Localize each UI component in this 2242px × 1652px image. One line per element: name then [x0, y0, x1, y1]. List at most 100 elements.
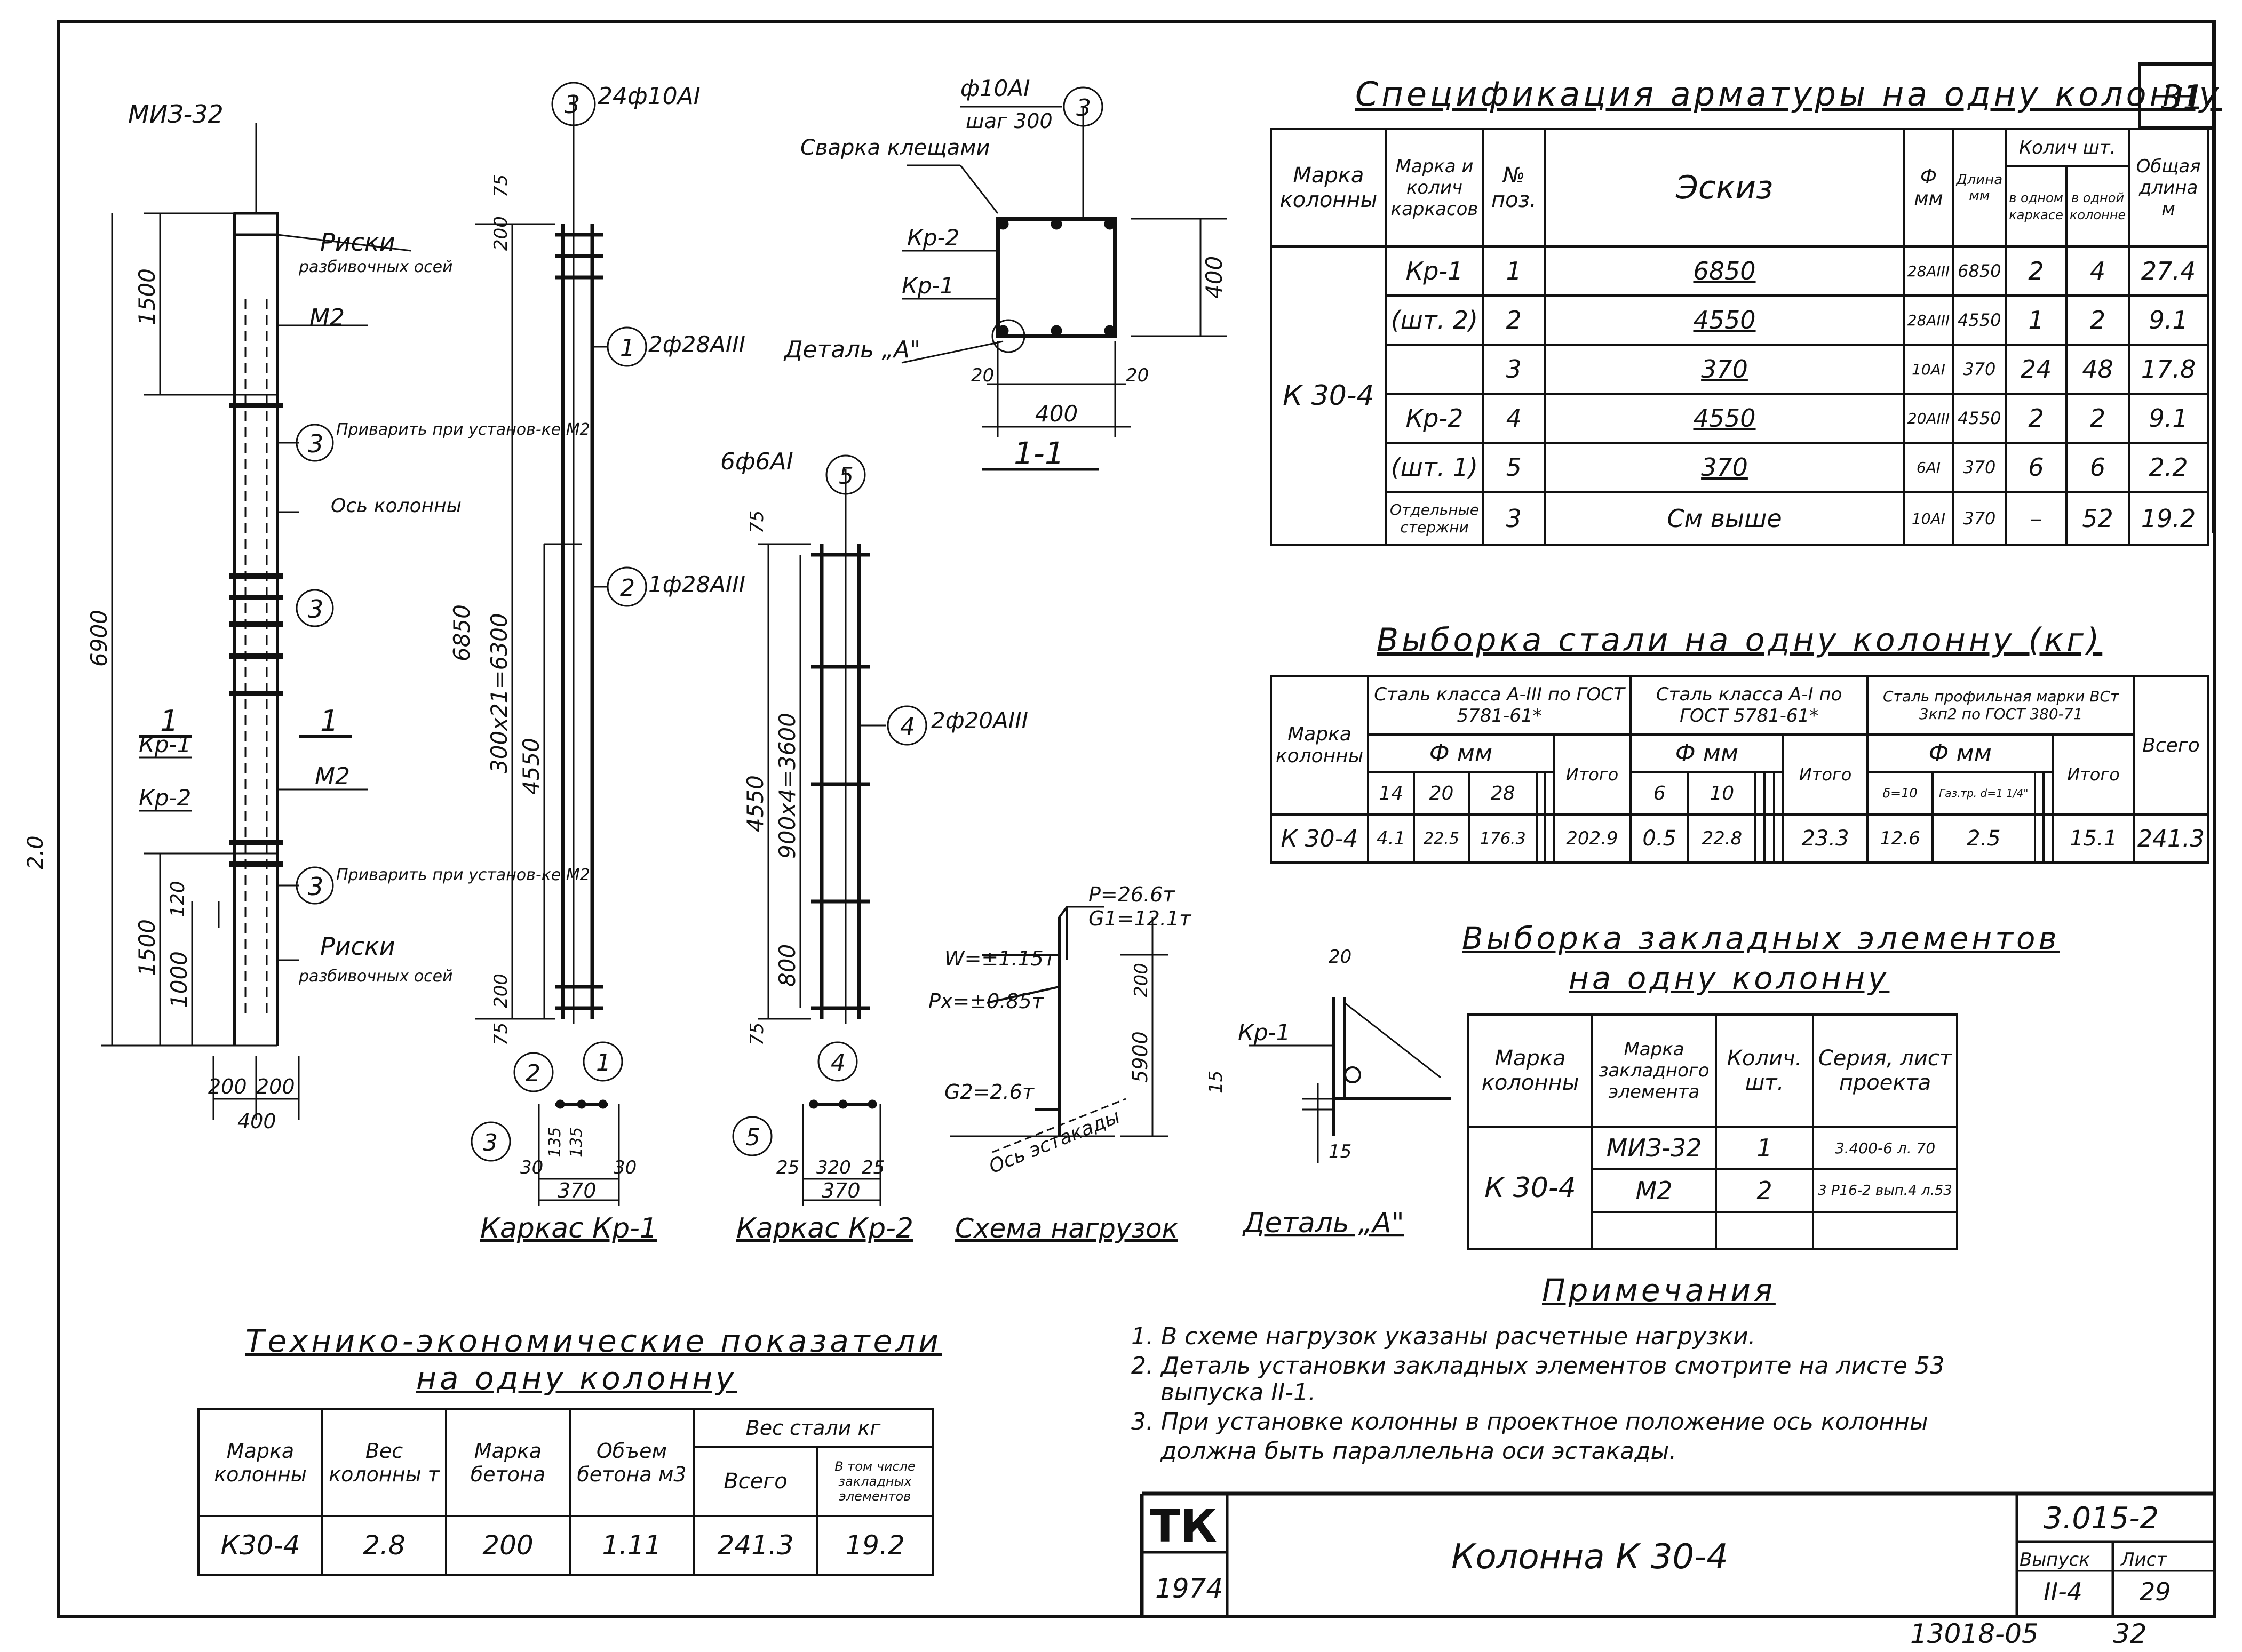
- kr1-dim-4550: 4550: [518, 738, 544, 795]
- spec-frame-4: Кр-2: [1385, 393, 1484, 444]
- spec-table: Марка колонны Марка и колич каркасов № п…: [1270, 128, 2209, 546]
- spec-q2-3: 48: [2065, 344, 2130, 395]
- tep-h-concrete: Марка бетона: [445, 1408, 571, 1517]
- spec-h-qty-col: в одной колонне: [2065, 165, 2130, 248]
- spec-h-qty-frame: в одном каркасе: [2005, 165, 2068, 248]
- steel-h-phi-prof: Ф мм: [1866, 733, 2054, 773]
- spec-h-dia: Ф мм: [1903, 128, 1954, 248]
- kr2-s25b: 25: [862, 1157, 885, 1178]
- stamp-code: 3.015-2: [2044, 1501, 2159, 1536]
- dim-120: 120: [167, 881, 189, 917]
- steel-blank-14: [2042, 813, 2054, 864]
- spec-pos-6: 3: [1482, 491, 1546, 546]
- stamp-issue: II-4: [2044, 1577, 2082, 1606]
- sec-circle-3: 3: [1076, 94, 1091, 122]
- spec-sketch-6: См выше: [1544, 491, 1905, 546]
- spec-total-2: 9.1: [2128, 294, 2209, 346]
- note-3: 3. При установке колонны в проектное пол…: [1131, 1408, 1928, 1435]
- spec-q2-2: 2: [2065, 294, 2130, 346]
- embed-title: Выборка закладных элементов: [1462, 920, 2060, 956]
- kr1-title: Каркас Кр-1: [480, 1212, 657, 1244]
- spec-sketch-4: 4550: [1544, 393, 1905, 444]
- sec-step: шаг 300: [966, 109, 1053, 133]
- sheet-number: 31: [2161, 78, 2204, 118]
- spec-dia-6: 10AI: [1903, 491, 1954, 546]
- stamp-h-issue: Выпуск: [2020, 1549, 2090, 1570]
- sec-weld: Сварка клещами: [800, 135, 990, 160]
- steel-blank-12: [1772, 813, 1784, 864]
- spec-sketch-2: 4550: [1544, 294, 1905, 346]
- detail-dim-15a: 15: [1205, 1071, 1227, 1094]
- spec-len-5: 370: [1952, 442, 2007, 493]
- steel-it2: 23.3: [1782, 813, 1869, 864]
- dim-1500-low: 1500: [134, 919, 160, 976]
- embed-qty-2: 2: [1715, 1168, 1814, 1213]
- kr1-dim-6850: 6850: [449, 604, 475, 661]
- circle-3b: 3: [308, 872, 323, 901]
- kr1-dim-75b: 75: [490, 1023, 512, 1046]
- spec-q2-1: 4: [2065, 245, 2130, 297]
- label-privarit-low: Приварить при установ-ке М2: [336, 866, 590, 884]
- steel-d28: 28: [1467, 771, 1538, 816]
- steel-it1: 202.9: [1552, 813, 1632, 864]
- kr2-s370: 370: [822, 1179, 861, 1202]
- column-elevation: [101, 123, 411, 1120]
- label-kr1: Кр-1: [139, 731, 191, 757]
- spec-frame-3: [1385, 344, 1484, 395]
- kr1-dim-75a: 75: [490, 174, 512, 197]
- steel-dp1: δ=10: [1866, 771, 1934, 816]
- sec-title: 1-1: [1014, 435, 1064, 472]
- embed-el-2: М2: [1591, 1168, 1717, 1213]
- tep-title-2: на одну колонну: [416, 1360, 737, 1396]
- load-w: W=±1.15т: [944, 947, 1056, 970]
- steel-it3: 15.1: [2052, 813, 2135, 864]
- kr1-sec-circle-2: 2: [526, 1060, 540, 1087]
- spec-len-3: 370: [1952, 344, 2007, 395]
- stamp-year: 1974: [1155, 1573, 1223, 1604]
- steel-h-all: Всего: [2133, 675, 2209, 816]
- kr2-circle-5: 5: [839, 462, 854, 490]
- kr1-sec-circle-1: 1: [596, 1049, 611, 1076]
- embed-blank-2: [1715, 1211, 1814, 1250]
- sec-top-ref: ф10AI: [960, 75, 1030, 101]
- steel-blank-1: [1536, 771, 1547, 816]
- steel-v6: 0.5: [1629, 813, 1690, 864]
- note-2: 2. Деталь установки закладных элементов …: [1131, 1352, 1945, 1379]
- spec-len-4: 4550: [1952, 393, 2007, 444]
- spec-h-qty: Колич шт.: [2005, 128, 2130, 167]
- steel-blank-2: [1544, 771, 1555, 816]
- spec-len-6: 370: [1952, 491, 2007, 546]
- label-miz32: МИЗ-32: [128, 100, 224, 129]
- embed-qty-1: 1: [1715, 1126, 1814, 1170]
- detail-dim-20: 20: [1329, 946, 1351, 968]
- embed-h-mark: Марка колонны: [1467, 1013, 1593, 1128]
- frame-kr1-drawing: [471, 82, 647, 1206]
- spec-dia-2: 28AIII: [1903, 294, 1954, 346]
- steel-d10: 10: [1687, 771, 1757, 816]
- tep-concrete: 200: [445, 1515, 571, 1576]
- embed-el-1: МИЗ-32: [1591, 1126, 1717, 1170]
- steel-blank-7: [2042, 771, 2054, 816]
- label-kr2: Кр-2: [139, 785, 191, 811]
- stamp-name: Колонна К 30-4: [1451, 1537, 1728, 1577]
- detail-kr1: Кр-1: [1238, 1019, 1290, 1046]
- steel-all: 241.3: [2133, 813, 2209, 864]
- label-privarit-top: Приварить при установ-ке М2: [336, 420, 590, 439]
- spec-total-5: 2.2: [2128, 442, 2209, 493]
- kr1-s135b: 135: [567, 1127, 586, 1158]
- steel-v14: 4.1: [1366, 813, 1416, 864]
- embed-blank-1: [1591, 1211, 1717, 1250]
- tep-incl: 19.2: [816, 1515, 934, 1576]
- dim-200a: 200: [208, 1075, 247, 1098]
- dim-1500-top: 1500: [134, 268, 160, 325]
- steel-blank-11: [1763, 813, 1775, 864]
- sec-kr2: Кр-2: [907, 225, 959, 251]
- stamp-logo: ТК: [1150, 1500, 1217, 1552]
- embed-ser-1: 3.400-6 л. 70: [1812, 1126, 1958, 1170]
- steel-h-phi-a1: Ф мм: [1629, 733, 1784, 773]
- steel-h-a1: Сталь класса А-I по ГОСТ 5781-61*: [1629, 675, 1869, 736]
- kr2-s25a: 25: [776, 1157, 799, 1178]
- label-riski-top: Риски: [320, 228, 395, 257]
